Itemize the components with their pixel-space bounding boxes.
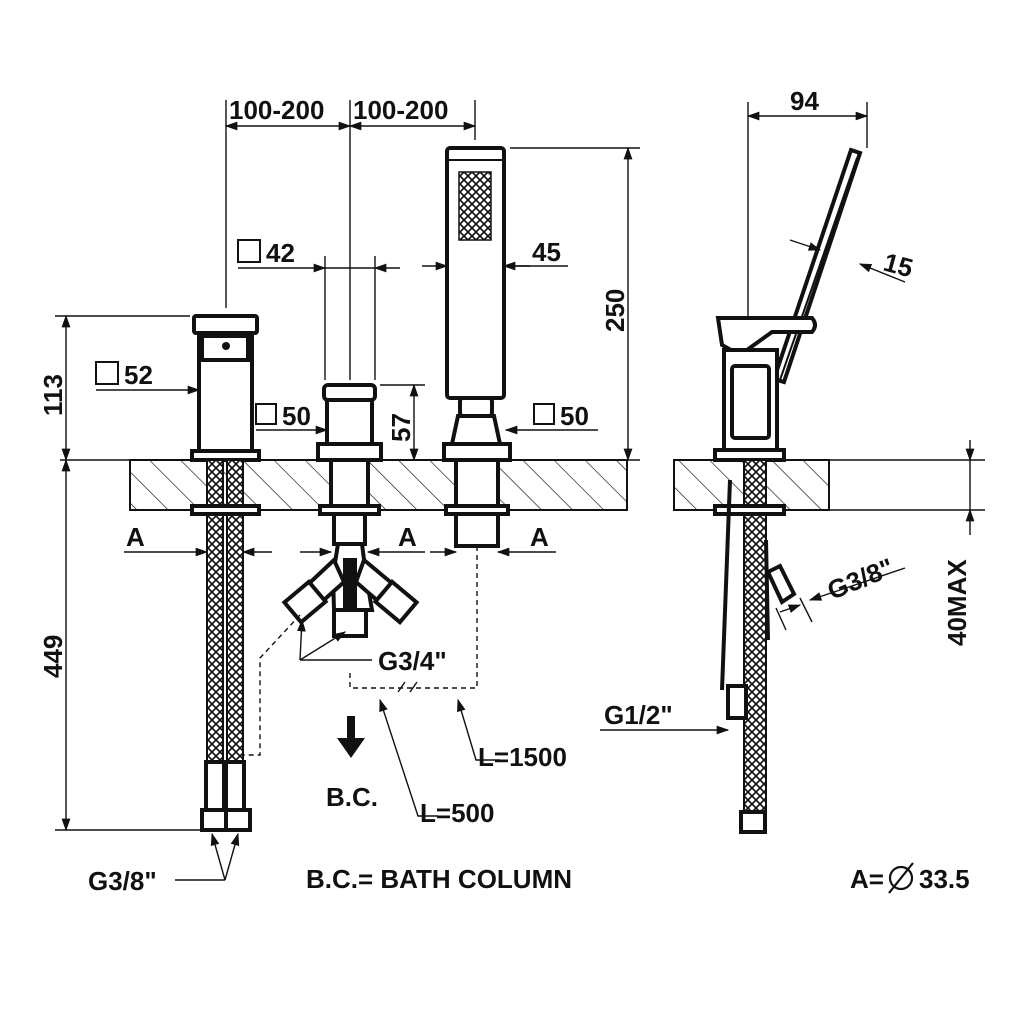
bath-column-arrow	[337, 716, 365, 758]
mixer-hoses	[190, 459, 261, 832]
label-hole-a-left: A	[126, 522, 145, 552]
label-thread-g34: G3/4"	[378, 646, 447, 676]
dim-height-57: 57	[386, 413, 416, 442]
label-hole-a-right: A	[530, 522, 549, 552]
front-dimensions: 100-200 100-200 42 45 250 113 52 50	[38, 95, 640, 896]
diverter-body	[281, 383, 420, 638]
label-hose-l500: L=500	[420, 798, 494, 828]
label-thread-g12: G1/2"	[604, 700, 673, 730]
dim-square-50-left: 50	[282, 401, 311, 431]
shower-holder	[442, 414, 512, 548]
diameter-icon	[888, 862, 914, 894]
dim-width-45: 45	[532, 237, 561, 267]
mixer-hoses-side	[713, 459, 797, 834]
hand-shower-side	[771, 147, 863, 385]
legend-a-prefix: A=	[850, 864, 884, 894]
mixer-body	[190, 314, 261, 462]
deck-front	[129, 459, 628, 511]
dim-square-52: 52	[124, 360, 153, 390]
legend: B.C.= BATH COLUMN A= 33.5	[306, 862, 970, 894]
dim-side-15: 15	[880, 247, 916, 283]
label-hose-l1500: L=1500	[478, 742, 567, 772]
label-thread-g38-bottom: G3/8"	[88, 866, 157, 896]
legend-a-value: 33.5	[919, 864, 970, 894]
dim-height-113: 113	[38, 374, 68, 416]
label-hole-a-mid: A	[398, 522, 417, 552]
dim-square-42: 42	[266, 238, 295, 268]
dim-spacing-right: 100-200	[353, 95, 448, 125]
side-view	[673, 147, 985, 834]
hand-shower	[445, 146, 506, 418]
side-dimensions: 94 15 40MAX G3/8" G1/2"	[600, 86, 975, 735]
dim-height-250: 250	[600, 289, 630, 332]
hose-route-l500	[244, 614, 301, 756]
dim-square-50-right: 50	[560, 401, 589, 431]
dim-side-94: 94	[790, 86, 819, 116]
dim-side-40max: 40MAX	[942, 559, 972, 646]
front-view	[60, 146, 640, 832]
dim-depth-449: 449	[38, 635, 68, 678]
label-thread-g38-side: G3/8"	[823, 552, 898, 606]
dim-spacing-left: 100-200	[229, 95, 324, 125]
mixer-body-side	[713, 316, 817, 462]
legend-bath-column: B.C.= BATH COLUMN	[306, 864, 572, 894]
label-bc: B.C.	[326, 782, 378, 812]
